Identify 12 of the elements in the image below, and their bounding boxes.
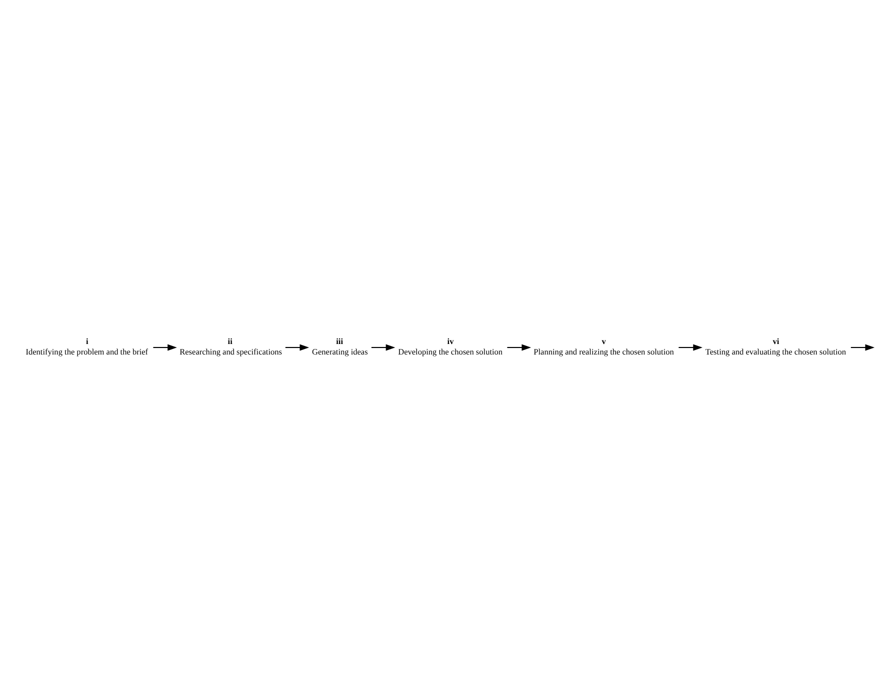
arrow — [507, 344, 532, 351]
node-text: ii Researching and specifications — [180, 336, 282, 357]
node-text: i Identifying the problem and the brief — [26, 336, 148, 357]
node-text: iv Developing the chosen solution — [398, 336, 503, 357]
node-text: v Planning and realizing the chosen solution — [534, 336, 674, 357]
arrow — [153, 344, 177, 351]
arrow — [371, 344, 396, 351]
arrow — [285, 344, 310, 351]
arrow — [678, 344, 702, 351]
node-text: iii Generating ideas — [312, 336, 368, 357]
node-text: vi Testing and evaluating the chosen solution — [705, 336, 846, 357]
arrow — [850, 344, 875, 351]
